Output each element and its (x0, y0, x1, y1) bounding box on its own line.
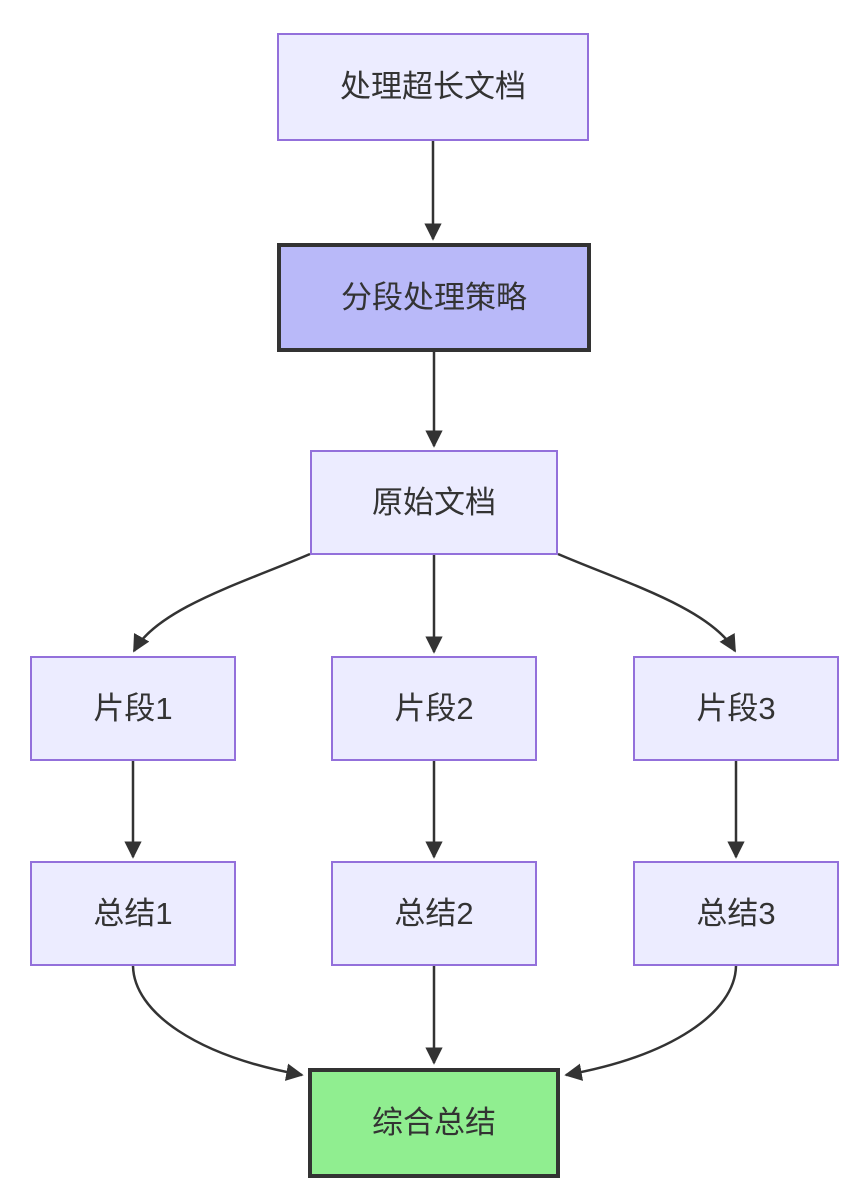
node-final-summary-label: 综合总结 (372, 1105, 496, 1141)
node-summary-2: 总结2 (331, 861, 537, 966)
node-strategy: 分段处理策略 (277, 243, 591, 352)
node-task-label: 处理超长文档 (340, 69, 526, 105)
node-summary-3: 总结3 (633, 861, 839, 966)
node-source-document-label: 原始文档 (372, 484, 496, 520)
edge-source-fragment3 (557, 552, 737, 653)
node-strategy-label: 分段处理策略 (341, 279, 527, 315)
node-summary-2-label: 总结2 (394, 895, 474, 931)
edge-summary3-final (564, 965, 738, 1081)
node-fragment-3-label: 片段3 (696, 690, 776, 726)
node-fragment-3: 片段3 (633, 656, 839, 761)
node-fragment-2: 片段2 (331, 656, 537, 761)
node-source-document: 原始文档 (310, 450, 558, 555)
node-fragment-1-label: 片段1 (93, 690, 173, 726)
node-summary-1: 总结1 (30, 861, 236, 966)
edge-summary1-final (131, 965, 304, 1081)
node-summary-1-label: 总结1 (93, 895, 173, 931)
node-fragment-2-label: 片段2 (394, 690, 474, 726)
node-final-summary: 综合总结 (308, 1068, 560, 1178)
node-task: 处理超长文档 (277, 33, 589, 141)
edge-source-fragment1 (132, 552, 311, 653)
node-fragment-1: 片段1 (30, 656, 236, 761)
node-summary-3-label: 总结3 (696, 895, 776, 931)
